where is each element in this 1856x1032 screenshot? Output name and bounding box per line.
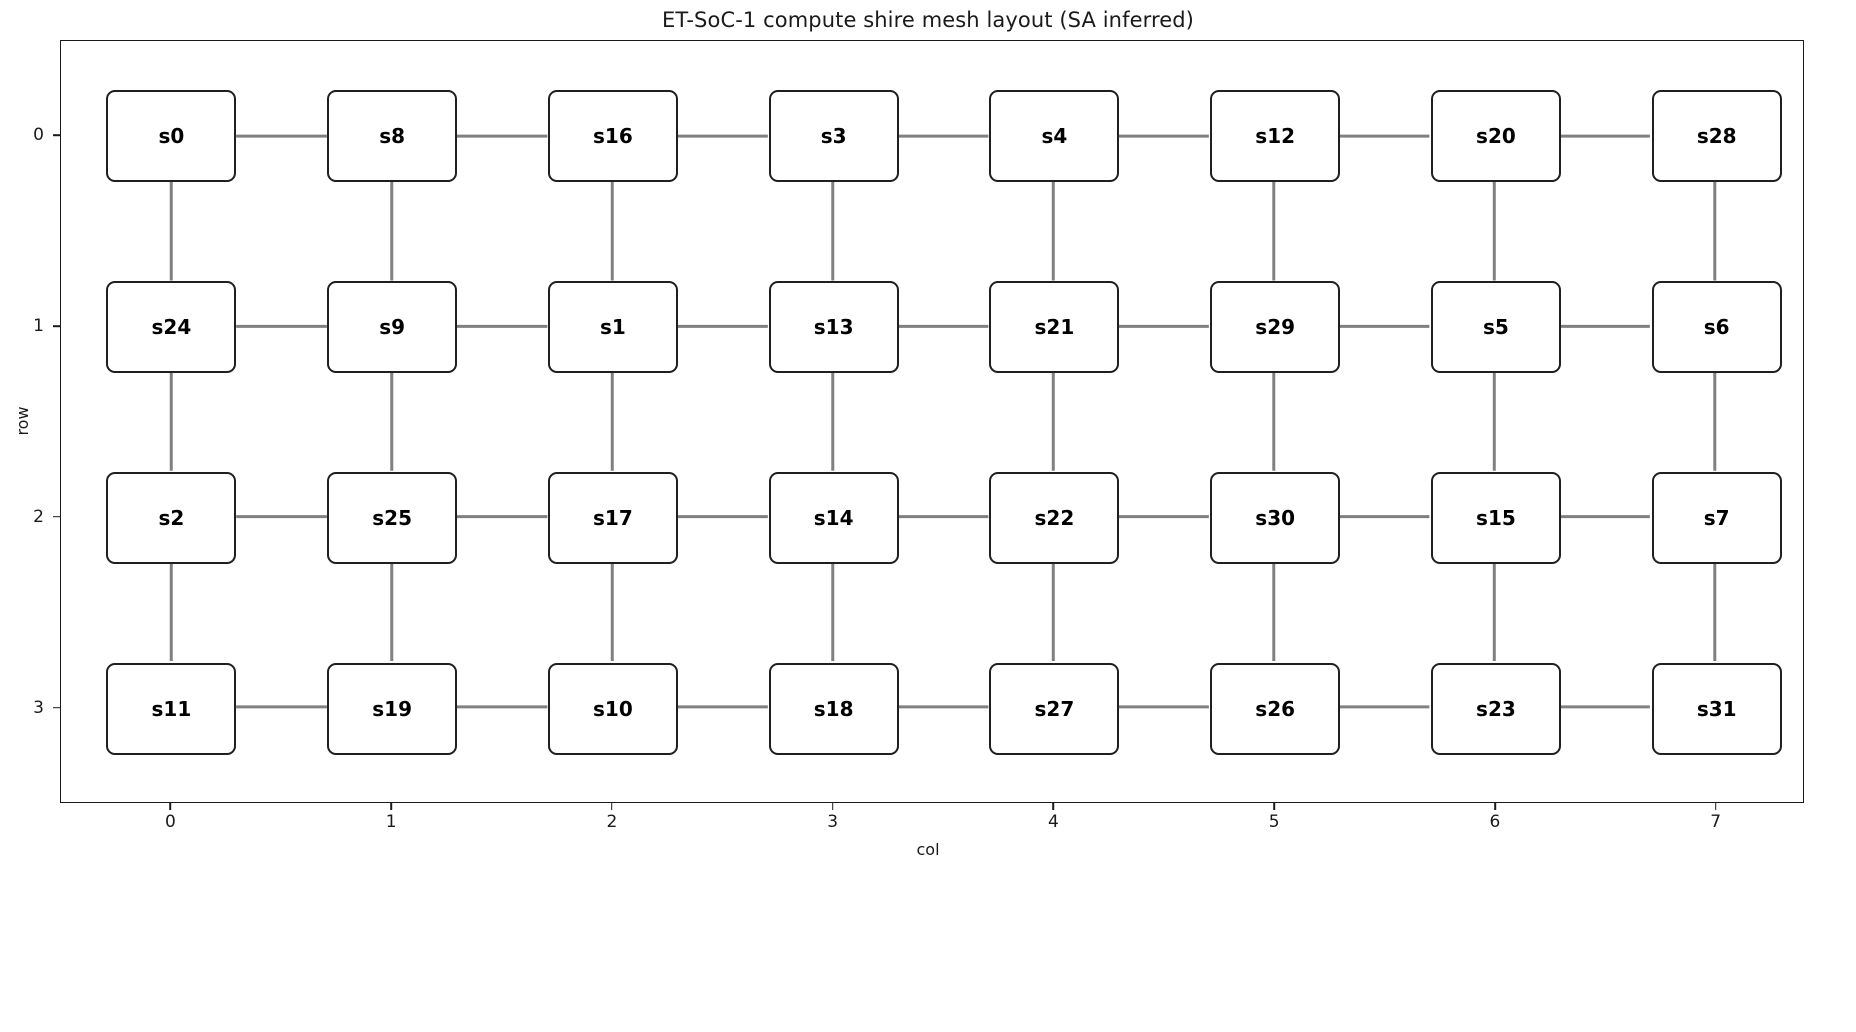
mesh-node-s14[interactable]: s14 [768, 471, 899, 564]
mesh-node-s16[interactable]: s16 [547, 90, 678, 183]
x-tick-label: 0 [164, 812, 176, 832]
mesh-node-s27[interactable]: s27 [989, 662, 1120, 755]
mesh-node-label: s25 [372, 505, 412, 530]
mesh-node-label: s15 [1476, 505, 1516, 530]
mesh-node-s15[interactable]: s15 [1430, 471, 1561, 564]
mesh-node-s1[interactable]: s1 [547, 281, 678, 374]
mesh-node-label: s1 [599, 315, 626, 340]
y-tick-mark [53, 516, 60, 518]
mesh-node-label: s24 [151, 315, 192, 340]
mesh-node-s24[interactable]: s24 [106, 281, 237, 374]
x-tick-mark [169, 803, 172, 810]
x-axis-label: col [916, 840, 940, 859]
mesh-node-label: s3 [820, 124, 847, 149]
mesh-node-label: s5 [1483, 315, 1509, 340]
mesh-node-s26[interactable]: s26 [1210, 662, 1341, 755]
mesh-node-label: s29 [1255, 315, 1296, 340]
mesh-node-s19[interactable]: s19 [327, 662, 458, 755]
mesh-node-s18[interactable]: s18 [768, 662, 899, 755]
mesh-node-s5[interactable]: s5 [1430, 281, 1561, 374]
y-tick-mark [53, 325, 60, 327]
mesh-node-label: s31 [1696, 696, 1737, 721]
mesh-node-s3[interactable]: s3 [768, 90, 899, 183]
mesh-node-label: s4 [1041, 124, 1068, 149]
x-tick-label: 1 [385, 812, 397, 832]
page-title: ET-SoC-1 compute shire mesh layout (SA i… [662, 8, 1194, 32]
mesh-node-label: s17 [593, 505, 633, 530]
mesh-node-label: s22 [1034, 505, 1075, 530]
x-tick-mark [831, 803, 834, 810]
y-axis-label: row [13, 406, 33, 436]
mesh-node-s29[interactable]: s29 [1210, 281, 1341, 374]
mesh-node-s20[interactable]: s20 [1430, 90, 1561, 183]
x-tick-mark [1273, 803, 1275, 810]
mesh-node-s13[interactable]: s13 [768, 281, 899, 374]
y-tick-label: 3 [33, 697, 44, 718]
mesh-node-s17[interactable]: s17 [547, 471, 678, 564]
mesh-node-s6[interactable]: s6 [1651, 281, 1782, 374]
mesh-node-s22[interactable]: s22 [989, 471, 1120, 564]
x-tick-mark [1052, 803, 1055, 810]
mesh-node-s0[interactable]: s0 [106, 90, 237, 183]
mesh-node-label: s9 [379, 315, 406, 340]
mesh-node-s12[interactable]: s12 [1210, 90, 1341, 183]
mesh-node-s8[interactable]: s8 [327, 90, 458, 183]
mesh-node-label: s23 [1476, 696, 1516, 721]
y-tick-label: 1 [33, 316, 44, 337]
mesh-node-label: s30 [1255, 505, 1296, 530]
mesh-node-label: s20 [1476, 124, 1516, 149]
mesh-node-label: s27 [1034, 696, 1075, 721]
mesh-node-s30[interactable]: s30 [1210, 471, 1341, 564]
x-tick-mark [1494, 803, 1496, 810]
y-tick-mark [53, 134, 60, 137]
y-tick-label: 2 [33, 506, 44, 527]
mesh-node-label: s2 [158, 505, 185, 530]
mesh-node-s10[interactable]: s10 [547, 662, 678, 755]
mesh-node-s28[interactable]: s28 [1651, 90, 1782, 183]
x-tick-label: 3 [827, 812, 839, 832]
mesh-node-label: s21 [1034, 315, 1075, 340]
x-tick-label: 4 [1047, 812, 1059, 832]
mesh-node-s2[interactable]: s2 [106, 471, 237, 564]
mesh-node-label: s26 [1255, 696, 1296, 721]
mesh-node-s9[interactable]: s9 [327, 281, 458, 374]
mesh-node-label: s7 [1703, 505, 1730, 530]
x-tick-mark [611, 803, 613, 810]
mesh-node-s21[interactable]: s21 [989, 281, 1120, 374]
x-tick-label: 7 [1710, 812, 1722, 832]
x-tick-mark [390, 803, 392, 810]
plot-axes-frame: s0 s8 s16 s3 s4 s12 s20 s28 s24 s9 s1 s13 s21 s29 s5 s6… [60, 40, 1804, 803]
mesh-plot-area: s0 s8 s16 s3 s4 s12 s20 s28 s24 s9 s1 s13 s21 s29 s5 s6… [61, 41, 1803, 802]
x-tick-mark [1714, 803, 1717, 810]
mesh-node-label: s8 [379, 124, 406, 149]
mesh-node-label: s18 [813, 696, 854, 721]
y-tick-mark [53, 706, 60, 709]
mesh-node-s11[interactable]: s11 [106, 662, 237, 755]
mesh-node-s7[interactable]: s7 [1651, 471, 1782, 564]
mesh-node-label: s0 [158, 124, 185, 149]
mesh-node-s25[interactable]: s25 [327, 471, 458, 564]
y-tick-label: 0 [33, 125, 44, 146]
x-tick-label: 2 [606, 812, 618, 832]
mesh-node-label: s19 [372, 696, 412, 721]
mesh-node-label: s13 [813, 315, 854, 340]
mesh-node-s23[interactable]: s23 [1430, 662, 1561, 755]
mesh-node-s31[interactable]: s31 [1651, 662, 1782, 755]
mesh-node-s4[interactable]: s4 [989, 90, 1120, 183]
x-tick-label: 6 [1489, 812, 1501, 832]
mesh-node-label: s6 [1703, 315, 1730, 340]
mesh-node-label: s11 [151, 696, 192, 721]
mesh-node-label: s12 [1255, 124, 1296, 149]
mesh-node-label: s14 [813, 505, 854, 530]
x-tick-label: 5 [1268, 812, 1280, 832]
mesh-node-label: s28 [1696, 124, 1737, 149]
mesh-node-label: s10 [593, 696, 633, 721]
mesh-node-label: s16 [593, 124, 633, 149]
